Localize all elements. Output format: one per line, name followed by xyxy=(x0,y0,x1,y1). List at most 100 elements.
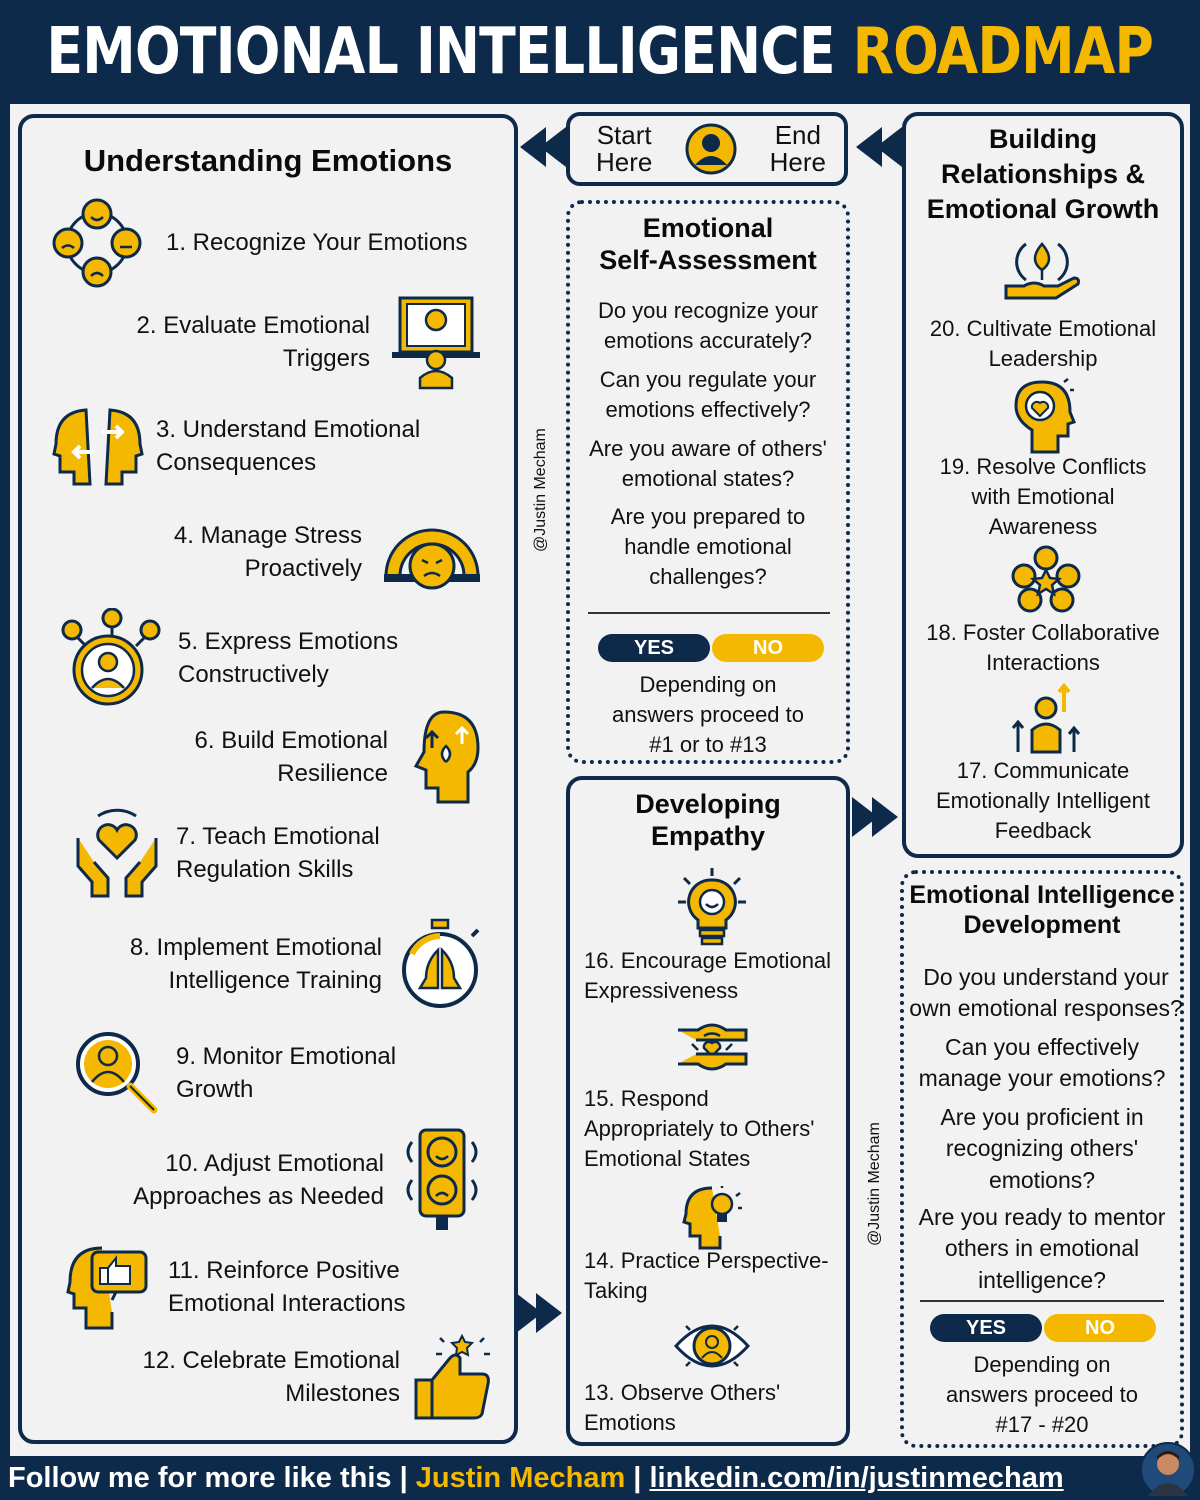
relations-item-17: 17. Communicate Emotionally Intelligent … xyxy=(935,758,1150,843)
relations-item-20: 20. Cultivate Emotional Leadership xyxy=(929,316,1157,371)
step-10: 10. Adjust Emotional Approaches as Neede… xyxy=(42,1128,482,1232)
stress-gauge-icon xyxy=(384,528,480,590)
panel-title: Developing Empathy xyxy=(635,789,781,852)
step-label: 11. Reinforce Positive Emotional Interac… xyxy=(168,1256,406,1317)
divider xyxy=(588,612,830,614)
footer-author: Justin Mecham xyxy=(415,1461,626,1494)
head-heart-icon xyxy=(1014,378,1076,454)
title-bar: EMOTIONAL INTELLIGENCE ROADMAP xyxy=(0,0,1200,104)
presentation-face-icon xyxy=(392,296,480,390)
ei-development-panel: Emotional Intelligence Development Do yo… xyxy=(900,870,1184,1448)
empathy-item-15: 15. Respond Appropriately to Others' Emo… xyxy=(584,1086,815,1171)
user-icon xyxy=(685,123,737,175)
self-assessment-panel: Emotional Self-Assessment Do you recogni… xyxy=(566,200,850,764)
flow-arrow-right-relations xyxy=(852,797,898,837)
thumbs-up-star-icon xyxy=(414,1333,490,1420)
flow-arrow-left xyxy=(520,127,566,167)
step-6: 6. Build Emotional Resilience xyxy=(42,708,482,806)
avatar xyxy=(1140,1442,1196,1498)
question-2: Can you regulate your emotions effective… xyxy=(599,367,817,422)
empathy-item-13: 13. Observe Others' Emotions xyxy=(584,1380,781,1435)
head-growth-icon xyxy=(413,710,480,804)
step-11: 11. Reinforce Positive Emotional Interac… xyxy=(66,1244,506,1330)
divider xyxy=(920,1300,1164,1302)
step-label: 10. Adjust Emotional Approaches as Neede… xyxy=(133,1149,384,1210)
question-3: Are you aware of others' emotional state… xyxy=(589,436,827,491)
empathy-item-14: 14. Practice Perspective- Taking xyxy=(584,1248,829,1303)
no-pill: NO xyxy=(712,634,824,662)
step-label: 1. Recognize Your Emotions xyxy=(166,229,468,257)
watermark: @Justin Mecham xyxy=(532,428,549,552)
footer-text: Follow me for more like this | Justin Me… xyxy=(8,1462,1064,1495)
relations-item-18: 18. Foster Collaborative Interactions xyxy=(926,620,1160,675)
yes-no-pills: YES NO xyxy=(930,1314,1156,1342)
yes-pill: YES xyxy=(598,634,710,662)
title-main: EMOTIONAL INTELLIGENCE xyxy=(46,15,836,89)
step-label: 12. Celebrate Emotional Milestones xyxy=(142,1346,400,1407)
eye-person-icon xyxy=(673,1324,751,1368)
step-8: 8. Implement Emotional Intelligence Trai… xyxy=(42,918,482,1010)
panel-title: Emotional Self-Assessment xyxy=(599,213,817,276)
relationships-panel: Building Relationships & Emotional Growt… xyxy=(902,112,1184,858)
step-4: 4. Manage Stress Proactively xyxy=(42,512,482,592)
hands-heart-give-icon xyxy=(678,1023,748,1071)
head-thumbs-up-icon xyxy=(66,1246,148,1330)
footer: Follow me for more like this | Justin Me… xyxy=(0,1456,1200,1500)
question-4: Are you prepared to handle emotional cha… xyxy=(610,504,806,589)
heads-arrows-icon xyxy=(52,408,144,486)
start-label: Start Here xyxy=(596,119,653,177)
emotion-faces-icon xyxy=(52,198,142,288)
title-accent: ROADMAP xyxy=(852,15,1154,89)
magnifier-person-icon xyxy=(76,1032,158,1114)
team-star-icon xyxy=(1011,545,1081,613)
end-label: End Here xyxy=(769,119,826,177)
step-1: 1. Recognize Your Emotions xyxy=(52,198,492,288)
step-7: 7. Teach Emotional Regulation Skills xyxy=(72,808,512,898)
step-label: 4. Manage Stress Proactively xyxy=(173,521,362,582)
step-2: 2. Evaluate Emotional Triggers xyxy=(42,294,482,390)
step-label: 8. Implement Emotional Intelligence Trai… xyxy=(129,933,382,994)
watermark: @Justin Mecham xyxy=(866,1122,883,1246)
footer-prefix: Follow me for more like this | xyxy=(8,1461,416,1494)
panel-title: Emotional Intelligence Development xyxy=(909,881,1175,939)
question-2: Can you effectively manage your emotions… xyxy=(918,1034,1166,1092)
traffic-light-faces-icon xyxy=(406,1128,478,1230)
step-5: 5. Express Emotions Constructively xyxy=(58,608,498,708)
praying-hands-timer-icon xyxy=(402,918,480,1008)
start-end-box: Start Here End Here xyxy=(566,112,848,186)
question-4: Are you ready to mentor others in emotio… xyxy=(918,1204,1166,1293)
empathy-item-16: 16. Encourage Emotional Expressiveness xyxy=(584,948,832,1003)
question-1: Do you recognize your emotions accuratel… xyxy=(597,298,819,353)
question-1: Do you understand your own emotional res… xyxy=(909,964,1183,1022)
panel-title: Building Relationships & Emotional Growt… xyxy=(926,124,1160,225)
flow-arrow-right-empathy xyxy=(516,1293,562,1333)
yes-pill: YES xyxy=(930,1314,1042,1342)
relations-item-19: 19. Resolve Conflicts with Emotional Awa… xyxy=(939,454,1147,539)
step-label: 7. Teach Emotional Regulation Skills xyxy=(176,822,380,883)
hands-heart-icon xyxy=(76,808,158,898)
step-label: 3. Understand Emotional Consequences xyxy=(156,415,421,476)
footer-link[interactable]: linkedin.com/in/justinmecham xyxy=(649,1461,1064,1494)
page-title: EMOTIONAL INTELLIGENCE ROADMAP xyxy=(46,15,1155,89)
footer-sep: | xyxy=(625,1461,650,1494)
step-label: 2. Evaluate Emotional Triggers xyxy=(136,311,370,372)
step-3: 3. Understand Emotional Consequences xyxy=(52,404,512,488)
step-12: 12. Celebrate Emotional Milestones xyxy=(42,1332,492,1422)
step-label: 6. Build Emotional Resilience xyxy=(194,726,388,787)
proceed-note: Depending on answers proceed to #1 or to… xyxy=(612,672,804,757)
panel-title: Understanding Emotions xyxy=(83,143,453,178)
lightbulb-face-icon xyxy=(678,868,746,946)
proceed-note: Depending on answers proceed to #17 - #2… xyxy=(946,1352,1138,1437)
developing-empathy-panel: Developing Empathy 16. Encourage Emotion… xyxy=(566,776,850,1446)
understanding-emotions-panel: Understanding Emotions 1. Recognize Your… xyxy=(18,114,518,1444)
question-3: Are you proficient in recognizing others… xyxy=(940,1104,1144,1193)
no-pill: NO xyxy=(1044,1314,1156,1342)
roadmap-canvas: Understanding Emotions 1. Recognize Your… xyxy=(10,104,1190,1456)
person-growth-arrows-icon xyxy=(1011,682,1081,754)
hand-sprout-icon xyxy=(1004,242,1080,300)
step-label: 5. Express Emotions Constructively xyxy=(178,627,399,688)
person-network-icon xyxy=(61,608,161,706)
flow-arrow-end xyxy=(856,127,902,167)
step-9: 9. Monitor Emotional Growth xyxy=(74,1030,514,1116)
head-bulb-icon xyxy=(682,1186,742,1250)
